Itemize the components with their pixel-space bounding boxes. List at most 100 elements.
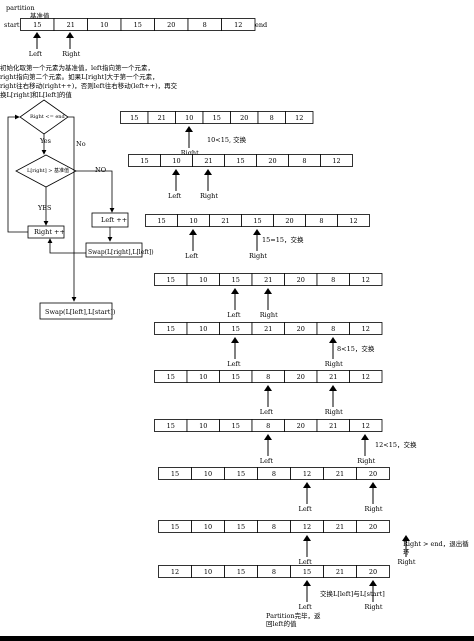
swap-inner-text: Swap(L[right],L[left]) bbox=[88, 249, 154, 256]
array-value: 15 bbox=[237, 568, 245, 576]
step-note: 15=15，交换 bbox=[262, 236, 304, 244]
loop-condition-text: Right <= end bbox=[30, 114, 65, 120]
array-value: 10 bbox=[172, 157, 180, 165]
right-pointer-label: Right bbox=[324, 408, 343, 416]
array-value: 12 bbox=[295, 114, 303, 122]
left-pointer-label: Left bbox=[298, 558, 312, 566]
array-cell bbox=[356, 565, 390, 578]
array-value: 12 bbox=[362, 325, 370, 333]
array-value: 20 bbox=[369, 470, 377, 478]
array-cell bbox=[356, 467, 390, 480]
array-value: 8 bbox=[302, 157, 306, 165]
right-pointer-arrow bbox=[401, 535, 410, 557]
array-value: 21 bbox=[329, 373, 337, 381]
array-value: 12 bbox=[362, 373, 370, 381]
right-pointer-label: Right bbox=[357, 457, 376, 465]
right-pointer-label: Right bbox=[397, 558, 416, 566]
left-pointer-label: Left bbox=[227, 360, 241, 368]
array-value: 15 bbox=[232, 422, 240, 430]
array-value: 10 bbox=[204, 568, 212, 576]
right-pointer-arrow bbox=[184, 126, 193, 148]
swap-final-box bbox=[39, 302, 113, 320]
array-value: 10 bbox=[185, 114, 193, 122]
left-pointer-arrow bbox=[231, 337, 240, 359]
right-pointer-arrow bbox=[361, 434, 370, 456]
right-pointer-arrow bbox=[368, 482, 377, 504]
array-value: 21 bbox=[204, 157, 212, 165]
array-value: 10 bbox=[199, 373, 207, 381]
array-cell bbox=[349, 322, 383, 335]
array-cell bbox=[320, 154, 353, 167]
array-value: 20 bbox=[297, 325, 305, 333]
array-cell bbox=[349, 419, 383, 432]
array-value: 12 bbox=[303, 523, 311, 531]
array-cell bbox=[349, 370, 383, 383]
final-note: Partition完毕，返回left的值 bbox=[266, 612, 321, 628]
array-value: 15 bbox=[213, 114, 221, 122]
array-value: 21 bbox=[336, 523, 344, 531]
array-value: 15 bbox=[171, 523, 179, 531]
array-value: 8 bbox=[319, 217, 323, 225]
array-value: 15 bbox=[232, 276, 240, 284]
array-value: 15 bbox=[237, 523, 245, 531]
step-note: 交换L[left]与L[start] bbox=[320, 590, 385, 598]
yes-label-1: Yes bbox=[40, 137, 51, 145]
start-label: start bbox=[4, 21, 20, 29]
array-value: 10 bbox=[100, 21, 108, 29]
left-pointer-label: Left bbox=[227, 311, 241, 319]
array-value: 8 bbox=[203, 21, 207, 29]
array-value: 10 bbox=[199, 325, 207, 333]
array-value: 8 bbox=[331, 276, 335, 284]
array-value: 21 bbox=[158, 114, 166, 122]
left-pointer-label: Left bbox=[168, 192, 182, 200]
right-pointer-arrow bbox=[328, 385, 337, 407]
left-pointer-arrow bbox=[302, 482, 311, 504]
right-pointer-label: Right bbox=[364, 505, 383, 513]
array-value: 8 bbox=[272, 568, 276, 576]
array-value: 10 bbox=[199, 422, 207, 430]
left-pointer-label: Left bbox=[259, 408, 273, 416]
left-pointer-arrow bbox=[189, 229, 197, 251]
left-pointer-label: Left bbox=[185, 252, 199, 260]
left-increment-text: Left ++ bbox=[101, 216, 128, 224]
array-value: 15 bbox=[167, 373, 175, 381]
right-pointer-arrow bbox=[204, 169, 212, 191]
array-cell bbox=[221, 18, 256, 31]
step-note: Right > end，退出循环 bbox=[403, 540, 469, 556]
array-value: 8 bbox=[270, 114, 274, 122]
array-value: 12 bbox=[171, 568, 179, 576]
array-value: 15 bbox=[237, 470, 245, 478]
array-value: 15 bbox=[253, 217, 261, 225]
right-pointer-label: Right bbox=[364, 603, 383, 611]
array-cell bbox=[356, 520, 390, 533]
array-value: 15 bbox=[140, 157, 148, 165]
yes-label-2: YES bbox=[38, 204, 52, 212]
left-pointer-arrow bbox=[263, 385, 272, 407]
array-value: 20 bbox=[369, 568, 377, 576]
no-label-1: No bbox=[76, 140, 86, 148]
flowchart bbox=[7, 99, 143, 320]
array-value: 12 bbox=[303, 470, 311, 478]
left-pointer-label: Left bbox=[28, 50, 42, 58]
right-pointer-label: Right bbox=[259, 311, 278, 319]
array-value: 21 bbox=[67, 21, 75, 29]
array-value: 20 bbox=[297, 276, 305, 284]
array-value: 10 bbox=[204, 470, 212, 478]
right-pointer-label: Right bbox=[200, 192, 218, 200]
left-pointer-arrow bbox=[302, 580, 311, 602]
array-value: 8 bbox=[272, 523, 276, 531]
array-value: 10 bbox=[189, 217, 197, 225]
step-note: 10<15, 交换 bbox=[207, 136, 247, 144]
array-value: 15 bbox=[171, 470, 179, 478]
step-note: 12<15，交换 bbox=[375, 441, 417, 449]
array-value: 12 bbox=[362, 422, 370, 430]
